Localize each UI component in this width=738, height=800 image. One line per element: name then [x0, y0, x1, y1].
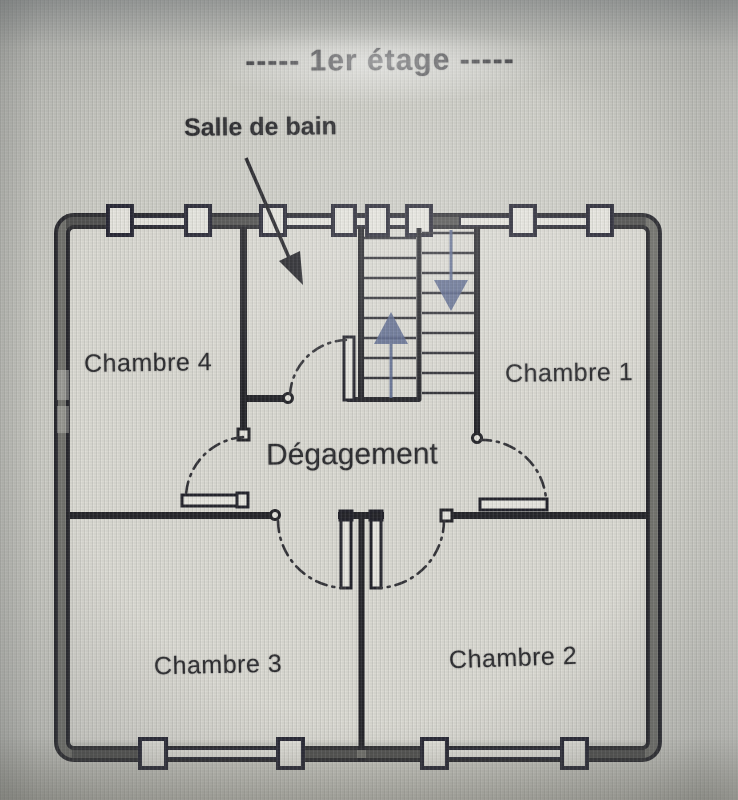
bathroom-door-leaf: [342, 335, 356, 402]
left-wall-window: [57, 406, 69, 433]
chambre1-door-leaf: [478, 497, 549, 512]
room-label-chambre4: Chambre 4: [83, 348, 213, 378]
page-title: ----- 1er étage -----: [245, 43, 515, 78]
chambre3-door-leaf: [339, 514, 353, 590]
left-wall-window: [57, 370, 69, 400]
room-label-chambre1: Chambre 1: [504, 358, 634, 388]
room-label-degagement: Dégagement: [265, 437, 438, 472]
room-label-salle-de-bain: Salle de bain: [183, 112, 337, 142]
chambre4-door-hinge: [235, 491, 250, 509]
room-label-chambre3: Chambre 3: [153, 649, 283, 681]
chambre3-door-hinge: [338, 509, 354, 522]
chambre2-door-hinge: [368, 509, 384, 522]
chambre2-door-leaf: [369, 514, 383, 590]
room-label-chambre2: Chambre 2: [448, 641, 578, 675]
chambre4-door-leaf: [180, 493, 241, 508]
